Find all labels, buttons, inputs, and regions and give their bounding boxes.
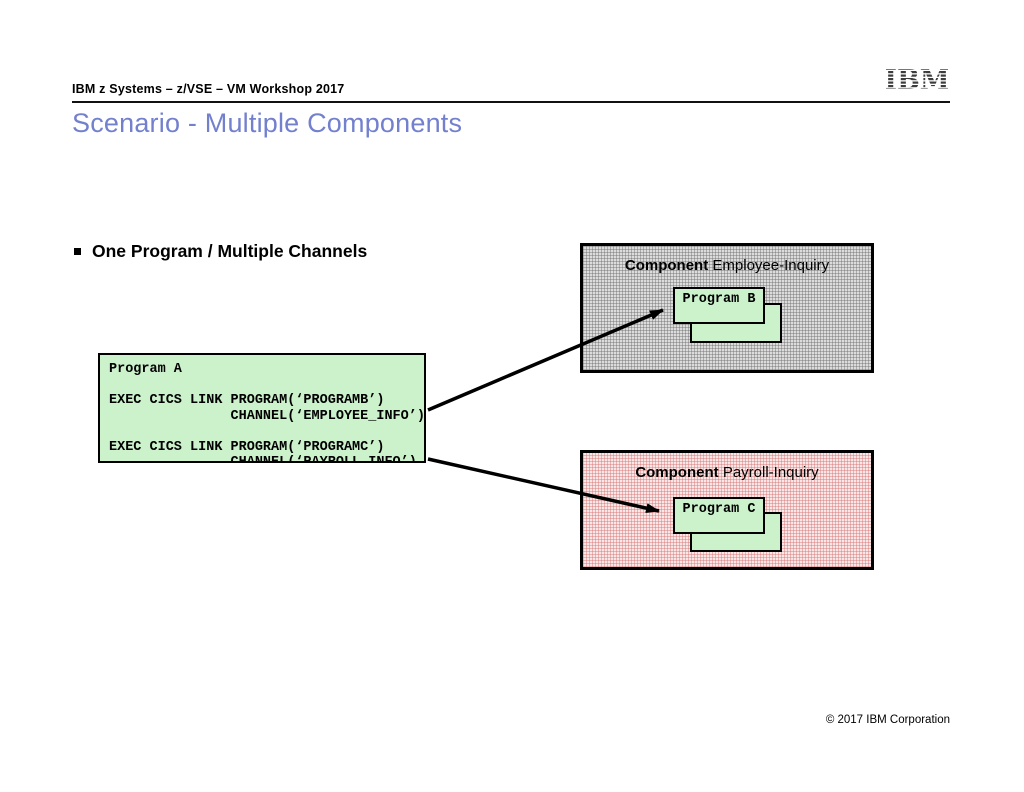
- svg-text:IBM: IBM: [886, 65, 948, 94]
- bullet-item: One Program / Multiple Channels: [74, 241, 367, 262]
- component-payroll-label: Component Payroll-Inquiry: [583, 464, 871, 481]
- component-payroll-inquiry-box: Component Payroll-Inquiry Program C: [580, 450, 874, 570]
- component-label-name: Employee-Inquiry: [712, 257, 830, 274]
- footer-copyright: © 2017 IBM Corporation: [825, 714, 950, 726]
- bullet-text: One Program / Multiple Channels: [92, 241, 368, 261]
- page-title: Scenario - Multiple Components: [72, 108, 463, 138]
- component-label-bold: Component: [635, 464, 719, 481]
- component-employee-inquiry-box: Component Employee-Inquiry Program B: [580, 243, 874, 373]
- breadcrumb: IBM z Systems – z/VSE – VM Workshop 2017: [72, 82, 345, 96]
- ibm-logo-icon: IBM: [886, 65, 948, 94]
- program-a-code-box: Program A EXEC CICS LINK PROGRAM(‘PROGRA…: [98, 353, 426, 463]
- component-label-name: Payroll-Inquiry: [722, 464, 819, 481]
- component-label-bold: Component: [624, 257, 709, 274]
- component-employee-label: Component Employee-Inquiry: [583, 257, 871, 274]
- program-c-box: Program C: [673, 497, 765, 534]
- header-divider: [72, 101, 950, 103]
- program-b-box: Program B: [673, 287, 765, 324]
- bullet-square-icon: [74, 248, 81, 255]
- program-a-code: Program A EXEC CICS LINK PROGRAM(‘PROGRA…: [109, 362, 425, 463]
